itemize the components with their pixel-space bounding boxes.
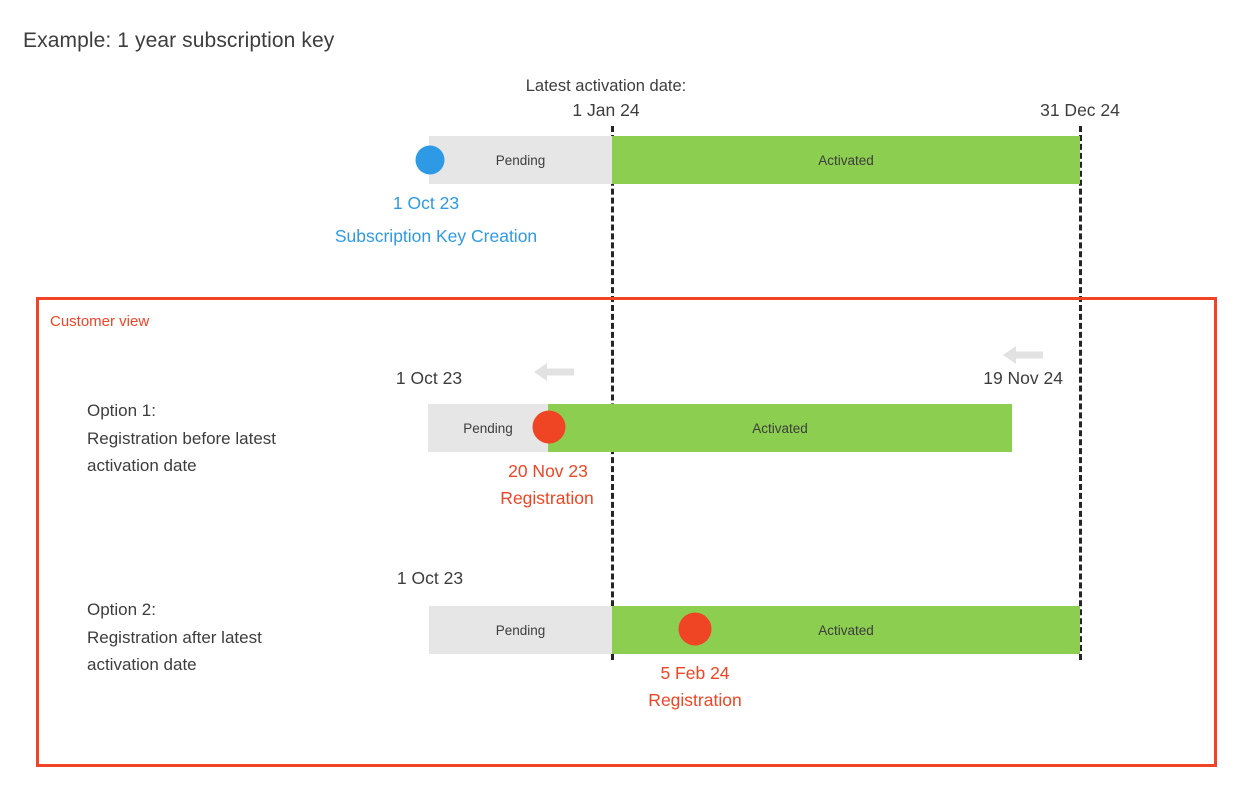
key-expiry-guide-line: [1079, 126, 1082, 660]
option-1-end-shift-arrow-icon: [1003, 344, 1043, 366]
subscription-key-creation-dot: [415, 145, 445, 175]
top-pending-bar: Pending: [429, 136, 612, 184]
option-1-activated-label: Activated: [752, 420, 808, 436]
top-activated-label: Activated: [818, 152, 874, 168]
top-start-date-label: 1 Oct 23: [392, 193, 460, 213]
subscription-key-creation-label: Subscription Key Creation: [334, 226, 538, 246]
option-1-event-label: Registration: [500, 488, 594, 508]
option-2-start-date-label: 1 Oct 23: [396, 568, 464, 588]
option-2-description: Option 2: Registration after latest acti…: [87, 596, 387, 679]
option-1-event-date-label: 20 Nov 23: [508, 461, 588, 481]
option-2-desc-line2: activation date: [87, 655, 197, 675]
latest-activation-guide-line: [611, 126, 614, 660]
option-2-pending-bar: Pending: [429, 606, 612, 654]
option-2-registration-dot: [678, 612, 712, 646]
customer-view-box: [36, 297, 1217, 767]
option-2-heading: Option 2:: [87, 600, 156, 619]
option-2-activated-label: Activated: [818, 622, 874, 638]
option-2-event-label: Registration: [648, 690, 742, 710]
option-2-event-date-label: 5 Feb 24: [660, 663, 730, 683]
top-pending-label: Pending: [495, 152, 546, 168]
option-1-registration-dot: [532, 410, 566, 444]
option-1-shift-arrow-icon: [534, 361, 574, 383]
page-title: Example: 1 year subscription key: [23, 29, 335, 52]
option-1-description: Option 1: Registration before latest act…: [87, 397, 387, 480]
option-1-pending-bar: Pending: [428, 404, 548, 452]
option-1-start-date-label: 1 Oct 23: [395, 368, 463, 388]
customer-view-label: Customer view: [50, 313, 150, 330]
option-1-heading: Option 1:: [87, 401, 156, 420]
option-1-desc-line2: activation date: [87, 456, 197, 476]
option-2-desc-line1: Registration after latest: [87, 627, 262, 647]
latest-activation-date-label: 1 Jan 24: [572, 100, 640, 120]
latest-activation-caption: Latest activation date:: [525, 77, 687, 95]
top-activated-bar: Activated: [612, 136, 1080, 184]
option-2-pending-label: Pending: [495, 622, 546, 638]
option-1-activated-bar: Activated: [548, 404, 1012, 452]
option-1-end-date-label: 19 Nov 24: [983, 368, 1063, 388]
option-1-pending-label: Pending: [463, 420, 513, 436]
key-expiry-date-label: 31 Dec 24: [1040, 100, 1120, 120]
option-1-desc-line1: Registration before latest: [87, 428, 276, 448]
